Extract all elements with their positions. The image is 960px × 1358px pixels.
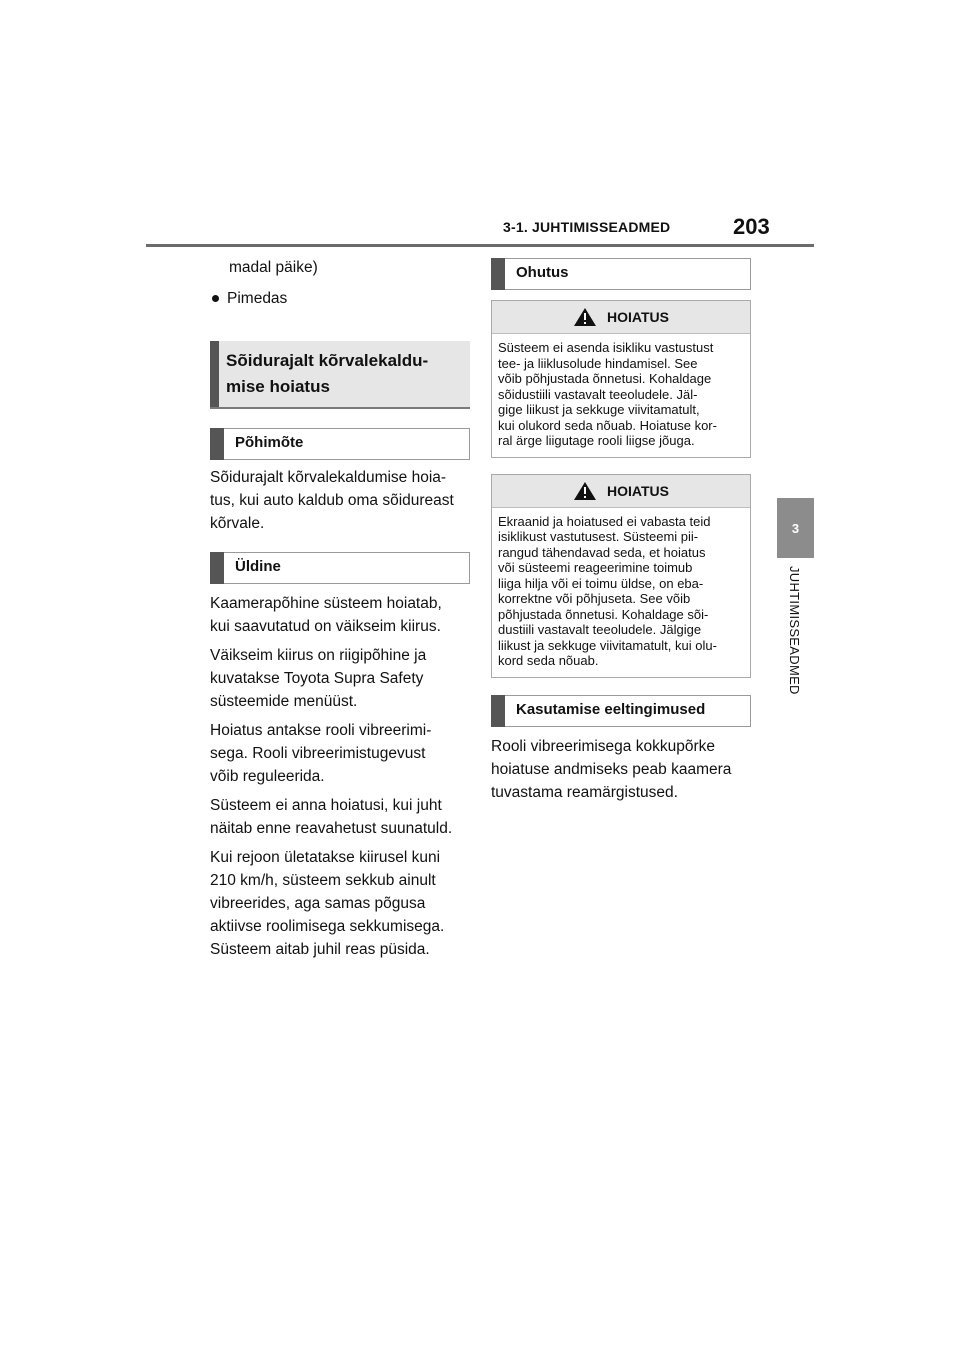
subheading-preconditions: Kasutamise eeltingimused: [491, 694, 751, 727]
subheading-safety: Ohutus: [491, 258, 751, 290]
subheading-bar: [210, 428, 224, 460]
section-heading: Sõidurajalt kõrvalekaldu-mise hoiatus: [210, 341, 470, 409]
subheading-bar: [210, 552, 224, 584]
warning-text: Süsteem ei asenda isikliku vastustust te…: [498, 340, 717, 448]
warning-triangle-icon: [574, 308, 597, 326]
warning-label: HOIATUS: [607, 482, 669, 499]
warning-text: Ekraanid ja hoiatused ei vabasta teid is…: [498, 513, 717, 669]
heading-bar: [210, 341, 219, 407]
warning-triangle-icon: [574, 481, 597, 500]
warning-header: HOIATUS: [492, 301, 750, 334]
subheading-general: Üldine: [210, 552, 470, 584]
section-title: 3-1. JUHTIMISSEADMED: [503, 219, 671, 235]
bullet-item: Pimedas: [208, 287, 470, 310]
paragraph: Hoiatus antakse rooli vibreerimi-sega. R…: [210, 722, 432, 785]
right-column: Ohutus HOIATUS Süsteem ei asenda isiklik…: [491, 258, 751, 810]
paragraph: Kaamerapõhine süsteem hoiatab,kui saavut…: [210, 595, 442, 635]
subheading-bar: [491, 694, 505, 727]
warning-box: HOIATUS Ekraanid ja hoiatused ei vabasta…: [491, 473, 751, 678]
header-divider: [146, 244, 814, 247]
warning-box: HOIATUS Süsteem ei asenda isikliku vastu…: [491, 300, 751, 458]
paragraph-principle: Sõidurajalt kõrvalekaldumise hoia-tus, k…: [210, 469, 454, 532]
warning-label: HOIATUS: [607, 309, 669, 325]
left-column: madal päike) Pimedas Sõidurajalt kõrvale…: [210, 256, 470, 967]
chapter-tab-number: 3: [791, 520, 800, 536]
chapter-tab: 3: [777, 498, 814, 558]
chapter-side-label: JUHTIMISSEADMED: [787, 566, 802, 695]
bullet-text: Pimedas: [227, 290, 288, 307]
bullet-icon: [212, 295, 219, 302]
page-number: 203: [733, 214, 770, 239]
subheading-bar: [491, 258, 505, 290]
intro-fragment: madal päike): [229, 259, 318, 276]
warning-header: HOIATUS: [492, 474, 750, 508]
subheading-principle: Põhimõte: [210, 428, 470, 460]
